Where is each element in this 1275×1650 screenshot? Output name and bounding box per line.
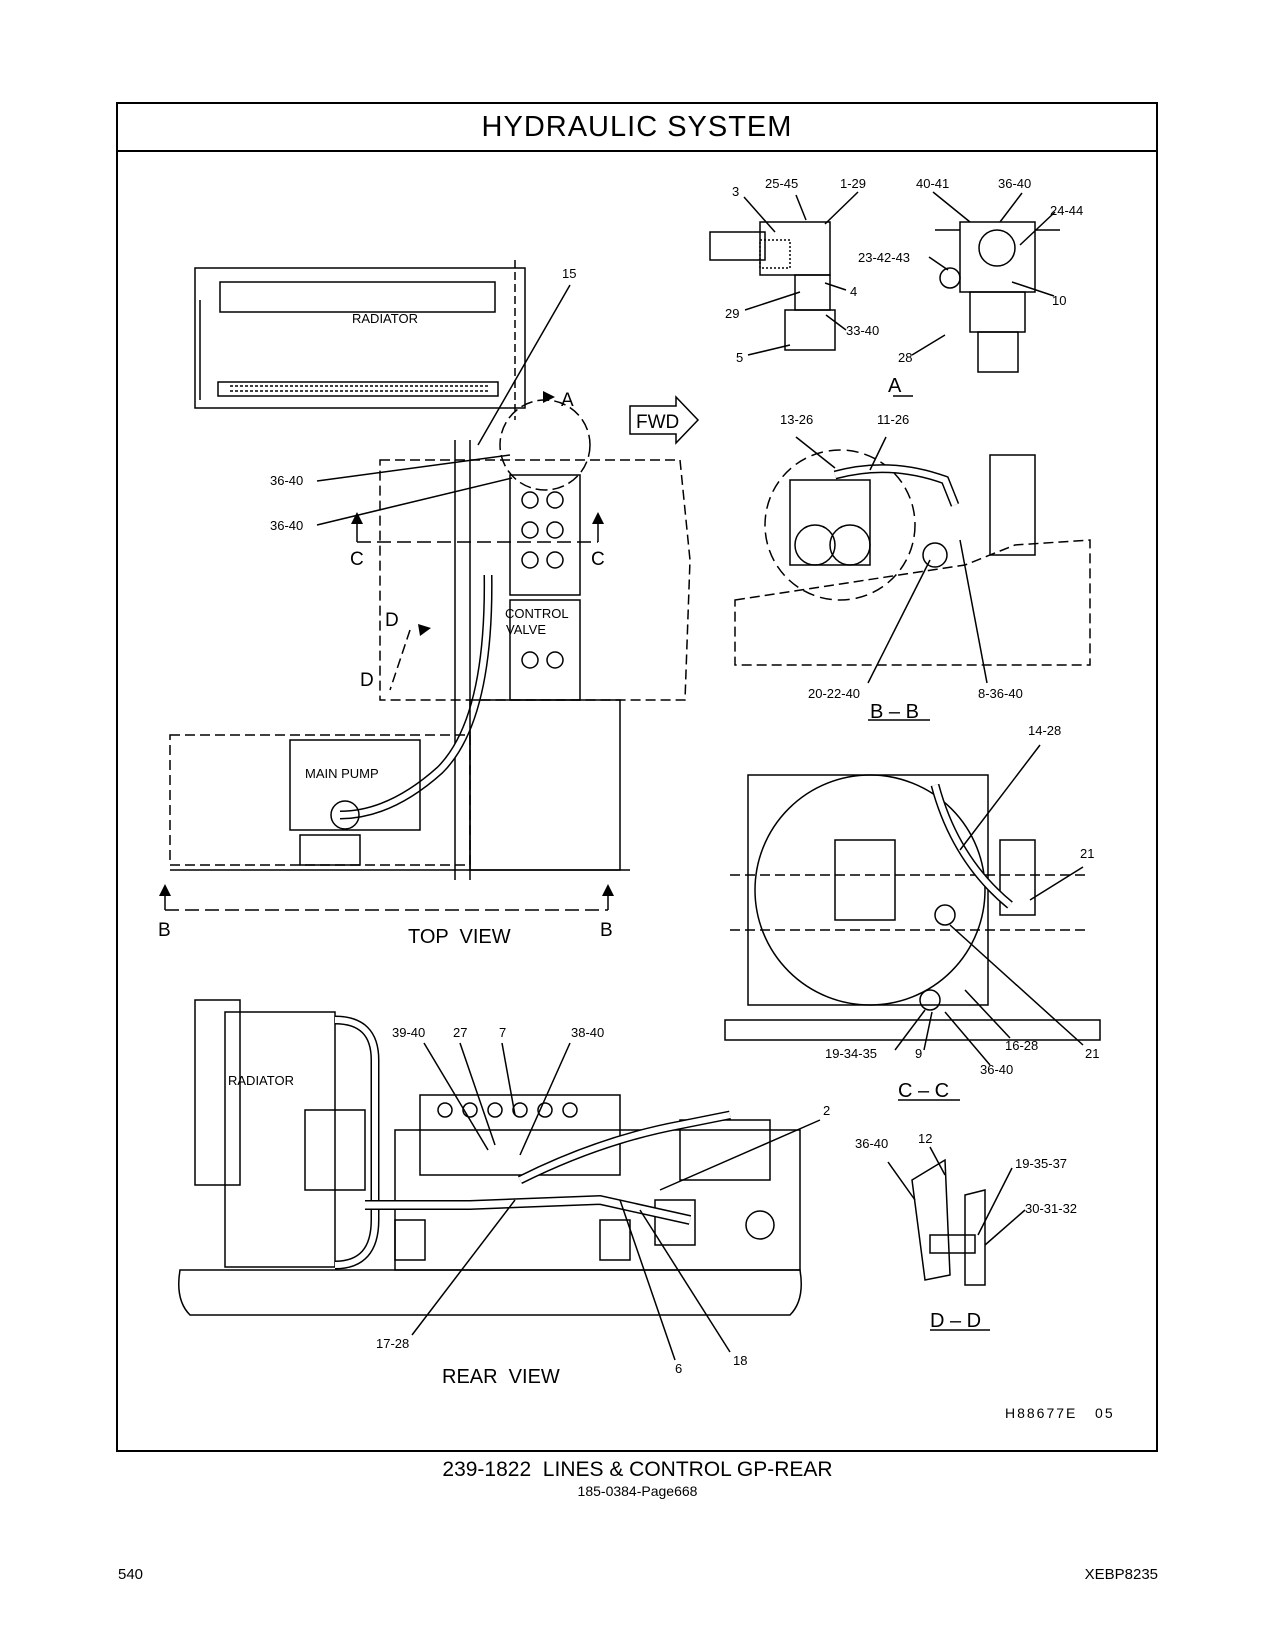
callout-rear-17-28: 17-28	[376, 1336, 409, 1351]
callout-bb-8-36-40: 8-36-40	[978, 686, 1023, 701]
callout-dd-12: 12	[918, 1131, 932, 1146]
view-title-dd: D – D	[930, 1310, 981, 1332]
view-title-a: A	[888, 375, 902, 397]
callout-a-25-45: 25-45	[765, 176, 798, 191]
callout-a-40-41: 40-41	[916, 176, 949, 191]
drawing-number: H88677E 05	[1005, 1405, 1115, 1421]
section-marker-b-left: B	[158, 920, 171, 941]
section-marker-d-upper: D	[385, 610, 399, 631]
callout-rear-38-40: 38-40	[571, 1025, 604, 1040]
callout-cc-9: 9	[915, 1046, 922, 1061]
callout-bb-11-26: 11-26	[877, 412, 909, 427]
view-title-top: TOP VIEW	[408, 926, 511, 948]
diagram-title: HYDRAULIC SYSTEM	[118, 104, 1156, 152]
callout-a-36-40: 36-40	[998, 176, 1031, 191]
callout-rear-6: 6	[675, 1361, 682, 1376]
radiator-label-rear: RADIATOR	[228, 1073, 294, 1088]
page-number: 540	[118, 1566, 144, 1583]
callout-cc-21a: 21	[1080, 846, 1094, 861]
section-marker-c-left: C	[350, 549, 364, 570]
callout-a-33-40: 33-40	[846, 323, 879, 338]
control-valve-label-1: CONTROL	[505, 606, 569, 621]
callout-cc-14-28: 14-28	[1028, 723, 1061, 738]
callout-top-36-40a: 36-40	[270, 473, 303, 488]
view-title-rear: REAR VIEW	[442, 1366, 560, 1388]
callout-a-28: 28	[898, 350, 912, 365]
callout-a-10: 10	[1052, 293, 1066, 308]
fwd-label: FWD	[636, 412, 679, 433]
callout-a-4: 4	[850, 284, 857, 299]
callout-cc-16-28: 16-28	[1005, 1038, 1038, 1053]
view-a-drawing	[709, 191, 1060, 397]
callout-cc-36-40: 36-40	[980, 1062, 1013, 1077]
rear-view-drawing	[178, 999, 821, 1361]
view-title-bb: B – B	[870, 701, 919, 723]
callout-rear-2: 2	[823, 1103, 830, 1118]
callout-dd-30-31-32: 30-31-32	[1025, 1201, 1077, 1216]
section-marker-b-right: B	[600, 920, 613, 941]
callout-a-23-42-43: 23-42-43	[858, 250, 910, 265]
control-valve-label-2: VALVE	[506, 622, 546, 637]
callout-rear-18: 18	[733, 1353, 747, 1368]
callout-top-36-40b: 36-40	[270, 518, 303, 533]
callout-cc-19-34-35: 19-34-35	[825, 1046, 877, 1061]
callout-a-1-29: 1-29	[840, 176, 866, 191]
section-marker-c-right: C	[591, 549, 605, 570]
view-cc-drawing	[724, 744, 1101, 1101]
callout-a-5: 5	[736, 350, 743, 365]
view-dd-drawing	[887, 1146, 1026, 1331]
top-view-drawing	[164, 260, 700, 911]
callout-top-15: 15	[562, 266, 576, 281]
callout-a-24-44: 24-44	[1050, 203, 1083, 218]
radiator-label-top: RADIATOR	[352, 311, 418, 326]
callout-a-3: 3	[732, 184, 739, 199]
page-reference: 185-0384-Page668	[577, 1483, 698, 1499]
drawing-frame: HYDRAULIC SYSTEM	[116, 102, 1158, 1452]
view-title-cc: C – C	[898, 1080, 949, 1102]
document-id: XEBP8235	[1084, 1566, 1158, 1583]
callout-bb-20-22-40: 20-22-40	[808, 686, 860, 701]
callout-a-29: 29	[725, 306, 739, 321]
main-pump-label: MAIN PUMP	[305, 766, 379, 781]
callout-dd-36-40: 36-40	[855, 1136, 888, 1151]
section-marker-a: A	[561, 390, 574, 411]
callout-dd-19-35-37: 19-35-37	[1015, 1156, 1067, 1171]
callout-bb-13-26: 13-26	[780, 412, 813, 427]
callout-rear-39-40: 39-40	[392, 1025, 425, 1040]
callout-rear-7: 7	[499, 1025, 506, 1040]
callout-cc-21b: 21	[1085, 1046, 1099, 1061]
callout-rear-27: 27	[453, 1025, 467, 1040]
section-marker-d-lower: D	[360, 670, 374, 691]
view-bb-drawing	[734, 436, 1091, 721]
parts-group-caption: 239-1822 LINES & CONTROL GP-REAR	[442, 1458, 833, 1481]
